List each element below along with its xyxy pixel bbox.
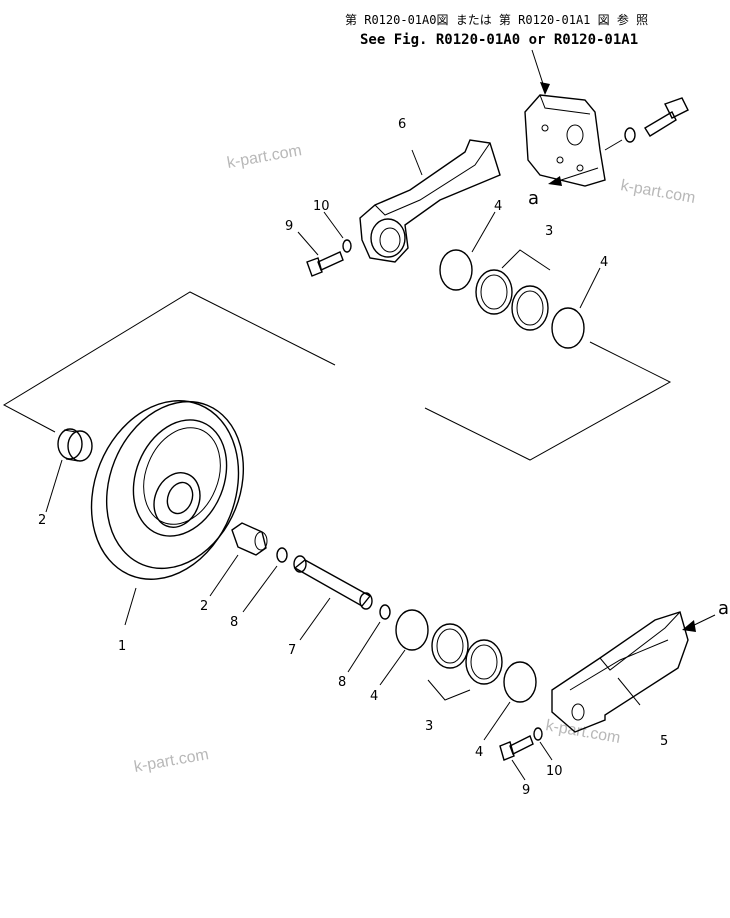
o-ring-small-1 [276, 547, 288, 563]
callout-2-middle: 2 [200, 599, 208, 614]
watermark-2: k-part.com [619, 177, 696, 207]
support-block [524, 94, 606, 187]
callout-10-lower: 10 [546, 764, 563, 779]
callout-8-upper: 8 [230, 615, 238, 630]
floating-seal-lower [431, 623, 503, 685]
reference-text-english: See Fig. R0120-01A0 or R0120-01A1 [360, 32, 638, 48]
callout-4-upper-1: 4 [494, 199, 502, 214]
o-ring-lower-1 [395, 609, 429, 651]
o-ring-upper-2 [551, 307, 585, 349]
idler-wheel [90, 400, 245, 580]
bushing-left [57, 428, 93, 462]
bolt-upper-left [306, 239, 352, 277]
o-ring-lower-2 [503, 661, 537, 703]
callout-4-lower-2: 4 [475, 745, 483, 760]
callout-7: 7 [288, 643, 296, 658]
callout-9-upper: 9 [285, 219, 293, 234]
o-ring-upper-1 [439, 249, 473, 291]
shaft [293, 555, 373, 610]
callout-2-left: 2 [38, 513, 46, 528]
floating-seal-upper [475, 269, 549, 331]
o-ring-small-2 [379, 604, 391, 620]
callout-9-lower: 9 [522, 783, 530, 798]
callout-8-lower: 8 [338, 675, 346, 690]
callout-a-upper: a [528, 188, 539, 209]
reference-text-japanese: 第 R0120-01A0図 または 第 R0120-01A1 図 参 照 [345, 12, 648, 27]
arm-lower [551, 611, 689, 733]
callout-4-lower-1: 4 [370, 689, 378, 704]
upper-bolt [624, 97, 689, 143]
bolt-lower [499, 727, 543, 761]
callout-3-lower: 3 [425, 719, 433, 734]
watermark-1: k-part.com [226, 142, 303, 172]
bushing-middle [231, 522, 268, 556]
callout-a-lower: a [718, 598, 729, 619]
callout-1: 1 [118, 639, 126, 654]
callout-4-upper-2: 4 [600, 255, 608, 270]
arm-upper [359, 139, 501, 263]
callout-10-upper: 10 [313, 199, 330, 214]
watermark-3: k-part.com [133, 746, 210, 776]
callout-3-upper: 3 [545, 224, 553, 239]
callout-5: 5 [660, 734, 668, 749]
watermark-4: k-part.com [544, 717, 621, 747]
callout-6: 6 [398, 117, 406, 132]
